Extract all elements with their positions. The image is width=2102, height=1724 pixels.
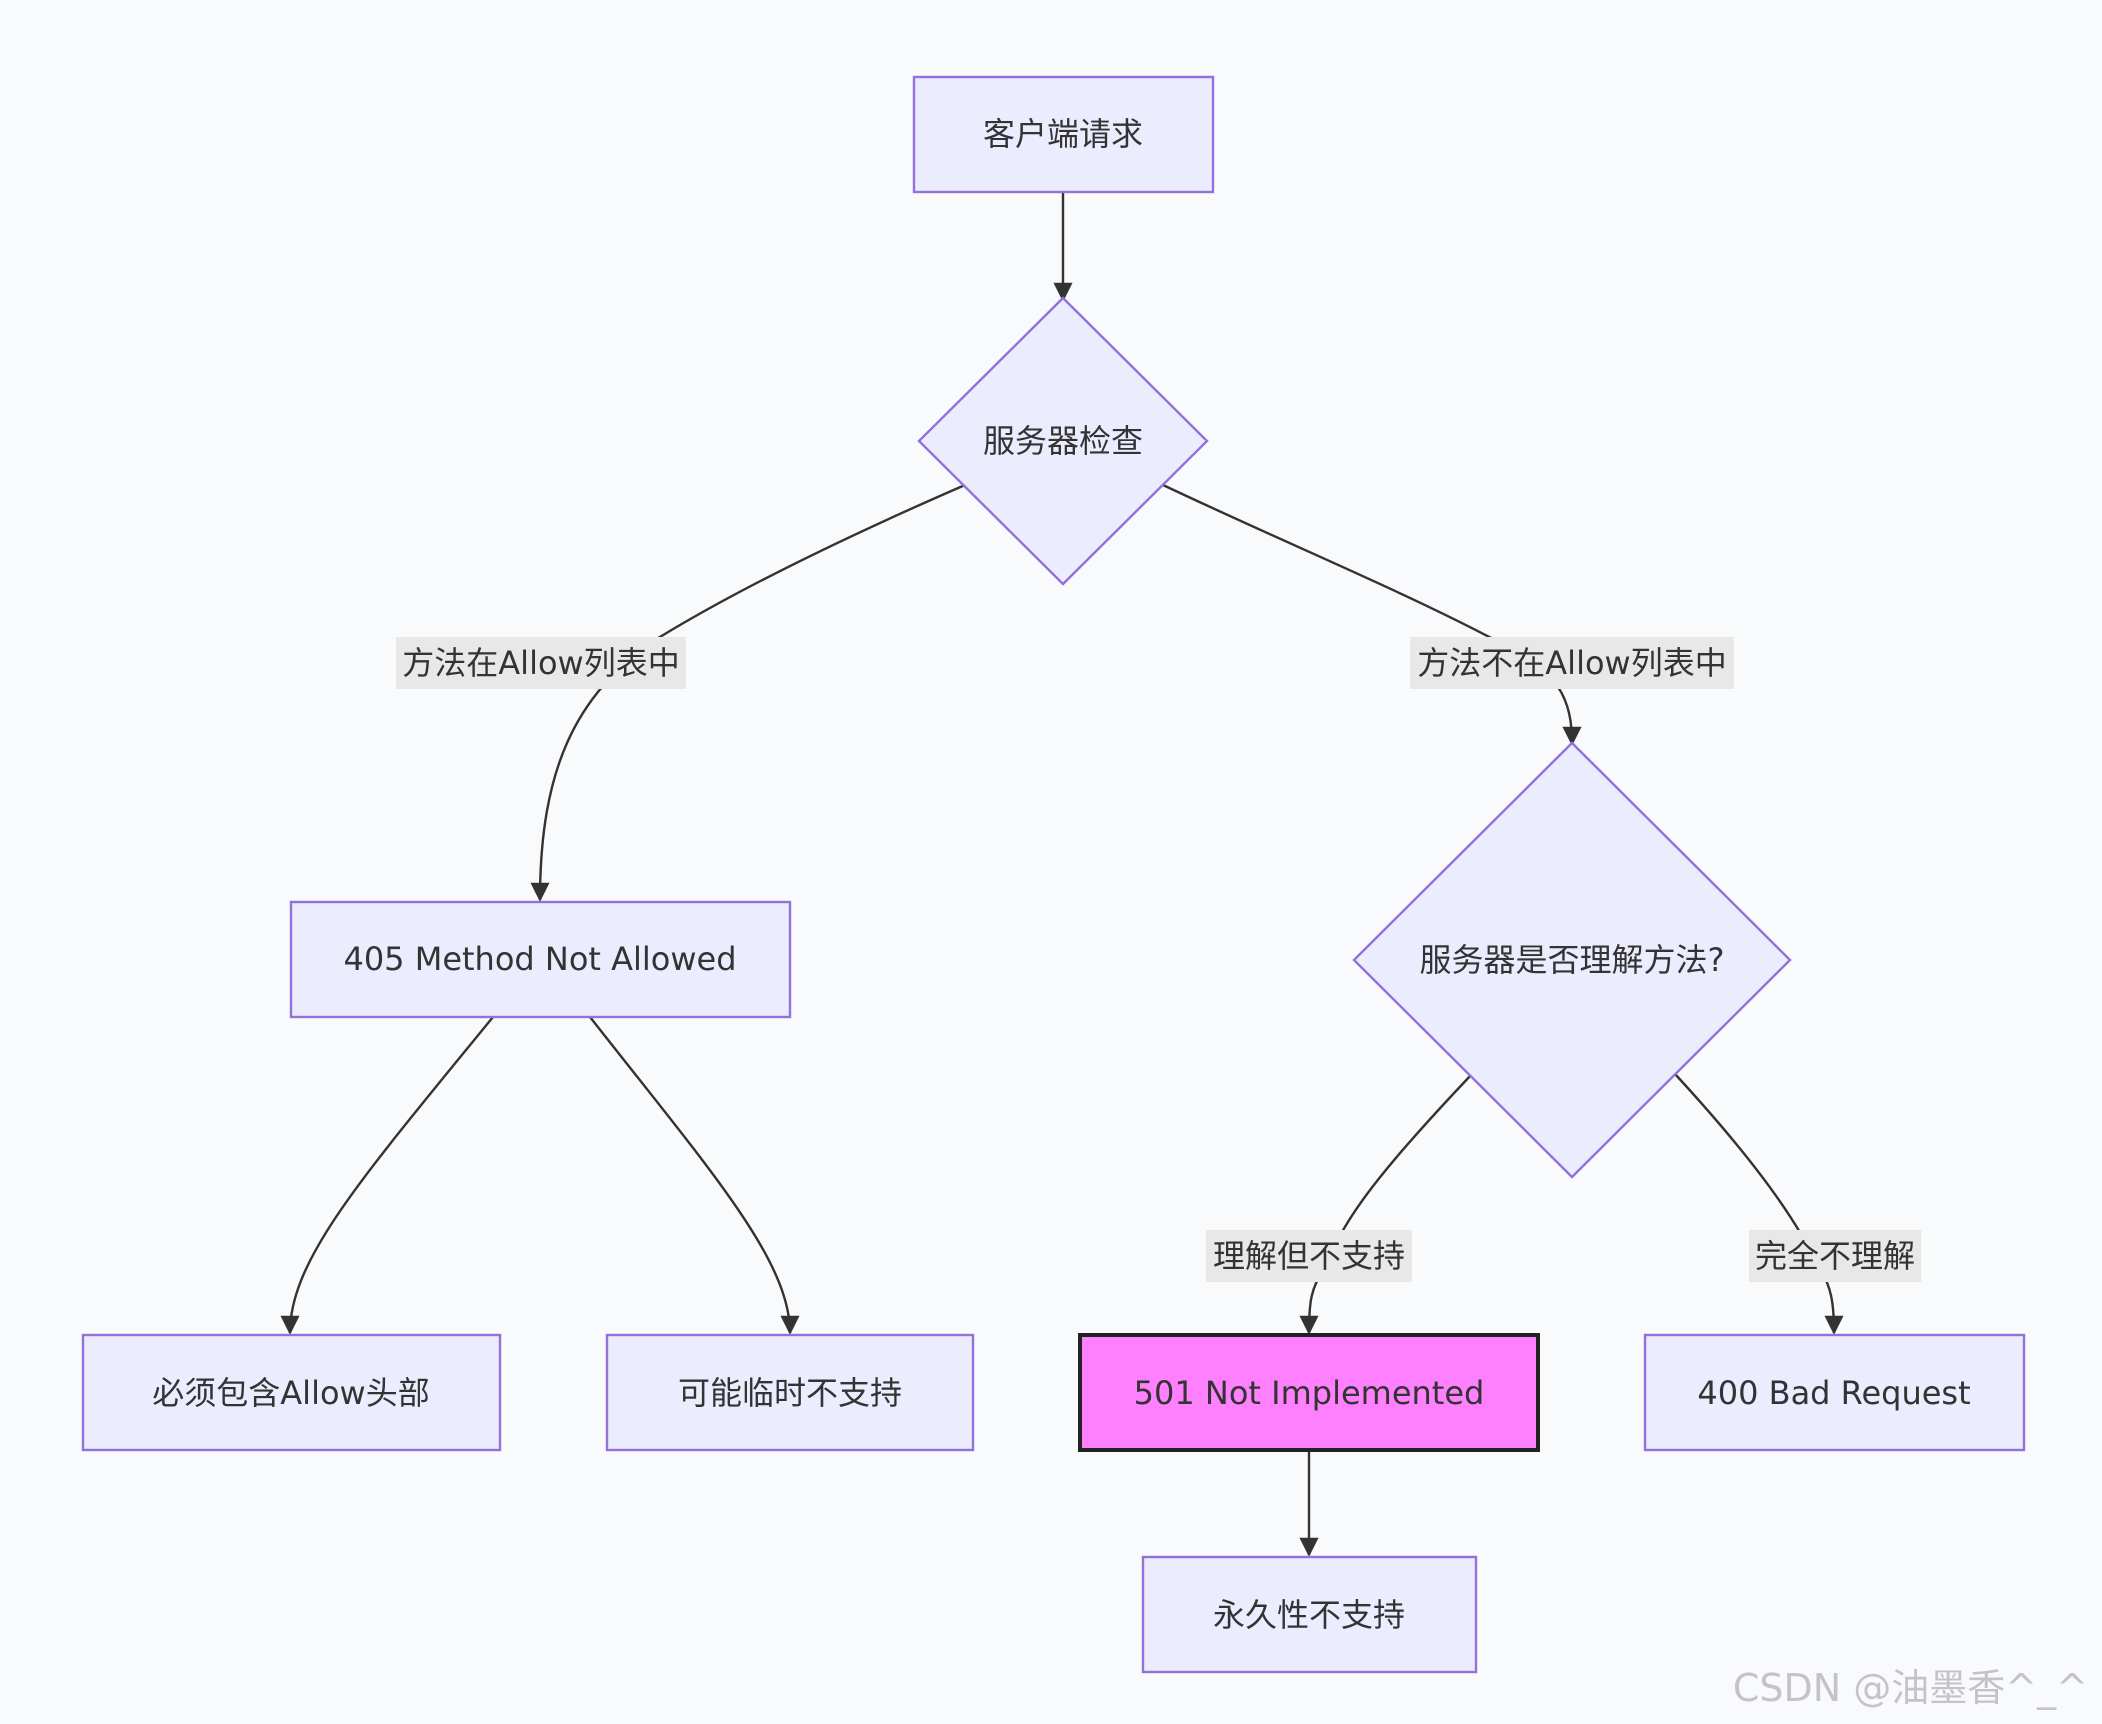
edge-label-not-in-allow: 方法不在Allow列表中 xyxy=(1410,637,1734,689)
node-400-text: 400 Bad Request xyxy=(1697,1374,1970,1412)
edge-understand-to-501 xyxy=(1299,1073,1473,1335)
node-client-request: 客户端请求 xyxy=(912,75,1215,194)
edge-label-not-understand-text: 完全不理解 xyxy=(1755,1237,1915,1275)
node-understand-decision-text: 服务器是否理解方法? xyxy=(1420,941,1725,979)
edge-label-understands: 理解但不支持 xyxy=(1206,1230,1412,1282)
edge-understand-to-400 xyxy=(1674,1073,1844,1335)
node-405: 405 Method Not Allowed xyxy=(289,900,792,1019)
node-405-text: 405 Method Not Allowed xyxy=(343,940,736,978)
edge-check-to-understand xyxy=(1162,483,1582,746)
watermark: CSDN @油墨香^_^ xyxy=(1732,1666,2088,1710)
edge-label-understands-text: 理解但不支持 xyxy=(1213,1237,1405,1275)
node-must-include-allow: 必须包含Allow头部 xyxy=(81,1333,502,1452)
node-501: 501 Not Implemented xyxy=(1078,1333,1540,1452)
edge-405-to-temporary xyxy=(589,1016,800,1335)
edge-label-not-in-allow-text: 方法不在Allow列表中 xyxy=(1417,644,1726,682)
node-must-include-allow-text: 必须包含Allow头部 xyxy=(152,1374,429,1412)
edge-label-in-allow: 方法在Allow列表中 xyxy=(396,637,686,689)
node-permanent: 永久性不支持 xyxy=(1141,1555,1478,1674)
node-permanent-text: 永久性不支持 xyxy=(1213,1596,1405,1634)
edge-check-to-405 xyxy=(530,483,966,902)
node-501-text: 501 Not Implemented xyxy=(1134,1374,1485,1412)
node-maybe-temporary-text: 可能临时不支持 xyxy=(678,1374,902,1412)
edge-label-in-allow-text: 方法在Allow列表中 xyxy=(402,644,679,682)
edge-label-not-understand: 完全不理解 xyxy=(1749,1230,1921,1282)
node-client-request-text: 客户端请求 xyxy=(983,115,1143,153)
node-400: 400 Bad Request xyxy=(1643,1333,2026,1452)
node-server-check: 服务器检查 xyxy=(917,296,1209,586)
node-understand-decision: 服务器是否理解方法? xyxy=(1352,741,1792,1179)
node-server-check-text: 服务器检查 xyxy=(983,422,1143,460)
node-maybe-temporary: 可能临时不支持 xyxy=(605,1333,975,1452)
edge-405-to-allow-header xyxy=(280,1016,494,1335)
